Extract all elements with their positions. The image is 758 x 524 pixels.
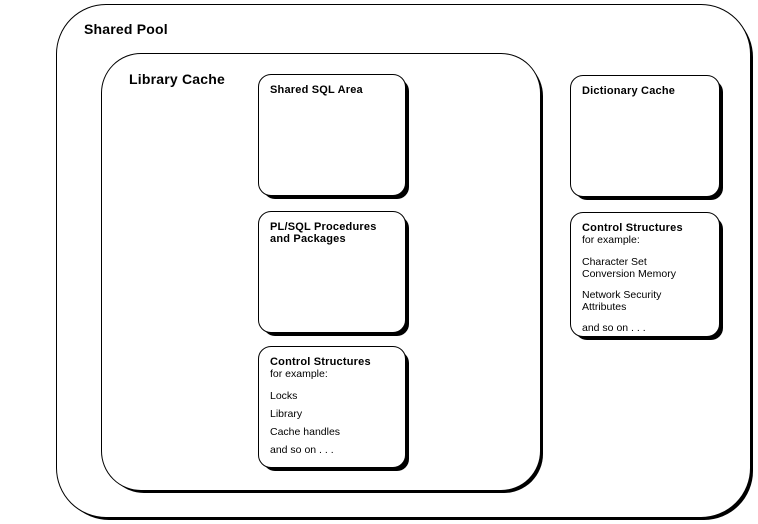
shared-sql-area-box: Shared SQL Area xyxy=(258,74,406,196)
library-control-structures-subtitle: for example: xyxy=(270,368,328,380)
dictionary-cache-title: Dictionary Cache xyxy=(582,85,676,97)
control-structures-item-line: and so on . . . xyxy=(582,322,646,334)
shared-pool-label: Shared Pool xyxy=(84,21,168,37)
control-structures-item: Cache handles xyxy=(270,426,341,438)
control-structures-item-line: Attributes xyxy=(582,301,627,313)
library-control-structures-box: Control Structures for example: Locks Li… xyxy=(258,346,406,468)
library-control-structures-title: Control Structures xyxy=(270,356,371,368)
control-structures-item: and so on . . . xyxy=(582,322,708,334)
dictionary-control-structures-box: Control Structures for example: Characte… xyxy=(570,212,720,337)
control-structures-item: Character Set Conversion Memory xyxy=(582,256,708,280)
shared-pool-box: Shared Pool Library Cache Shared SQL Are… xyxy=(56,4,751,518)
plsql-procedures-title-line2: and Packages xyxy=(270,233,346,245)
library-cache-box: Library Cache Shared SQL Area PL/SQL Pro… xyxy=(101,53,541,491)
control-structures-item-line: Conversion Memory xyxy=(582,268,676,280)
dictionary-control-structures-title: Control Structures xyxy=(582,222,683,234)
dictionary-cache-box: Dictionary Cache xyxy=(570,75,720,197)
control-structures-item: Network Security Attributes xyxy=(582,289,708,313)
shared-sql-area-title: Shared SQL Area xyxy=(270,84,363,96)
control-structures-item-line: Network Security xyxy=(582,289,662,301)
plsql-procedures-title-line1: PL/SQL Procedures xyxy=(270,221,377,233)
control-structures-item: and so on . . . xyxy=(270,444,334,456)
plsql-procedures-box: PL/SQL Procedures and Packages xyxy=(258,211,406,333)
control-structures-item: Library xyxy=(270,408,303,420)
control-structures-item: Locks xyxy=(270,390,298,402)
dictionary-control-structures-subtitle: for example: xyxy=(582,234,640,246)
library-cache-label: Library Cache xyxy=(129,71,225,87)
control-structures-item-line: Character Set xyxy=(582,256,647,268)
